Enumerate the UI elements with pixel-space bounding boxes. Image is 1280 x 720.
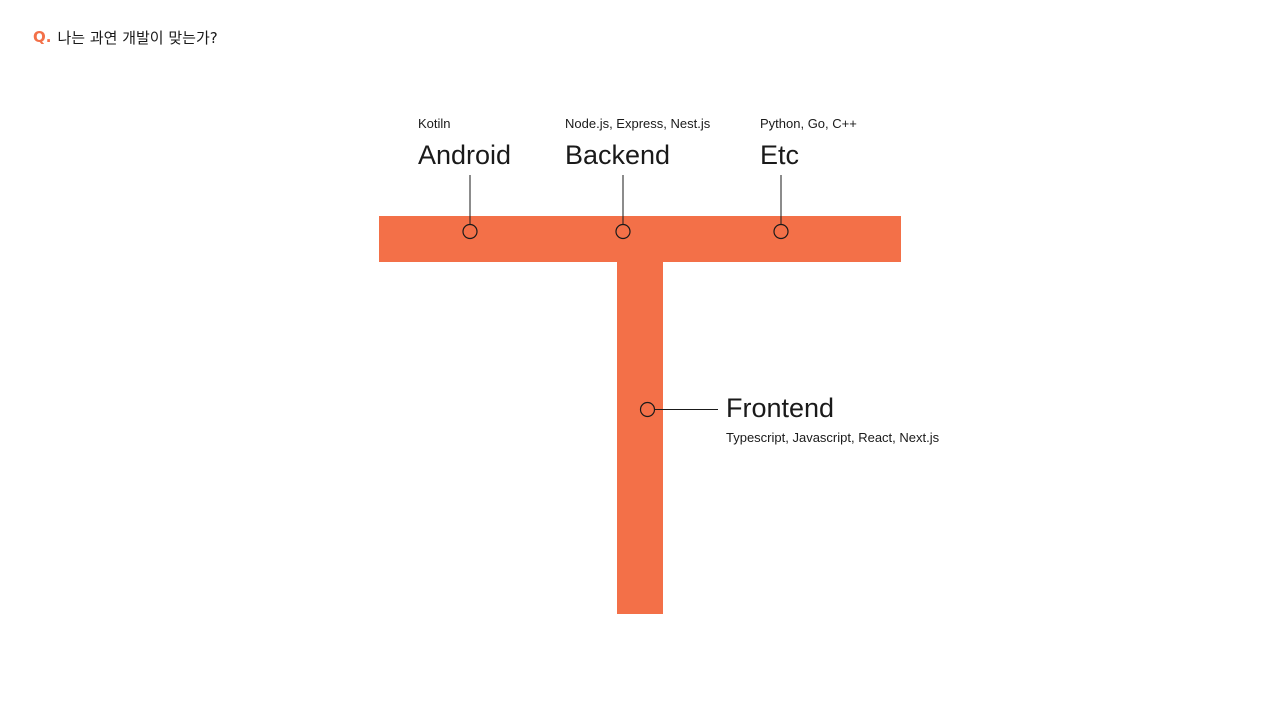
frontend-node	[639, 401, 656, 418]
android-title: Android	[418, 140, 512, 170]
android-node	[462, 223, 478, 240]
q-mark: Q.	[33, 28, 52, 46]
t-bar-vertical	[617, 262, 663, 614]
etc-node	[773, 223, 789, 240]
t-bar-horizontal	[379, 216, 901, 262]
etc-title: Etc	[760, 140, 800, 170]
backend-title: Backend	[565, 140, 671, 170]
etc-subtitle: Python, Go, C++	[760, 116, 857, 131]
backend-subtitle: Node.js, Express, Nest.js	[565, 116, 711, 131]
backend-node	[615, 223, 631, 240]
android-subtitle: Kotiln	[418, 116, 451, 131]
question-heading: Q. 나는 과연 개발이 맞는가?	[33, 27, 218, 47]
frontend-title: Frontend	[726, 393, 835, 423]
frontend-subtitle: Typescript, Javascript, React, Next.js	[726, 430, 940, 445]
question-text: 나는 과연 개발이 맞는가?	[57, 28, 218, 47]
